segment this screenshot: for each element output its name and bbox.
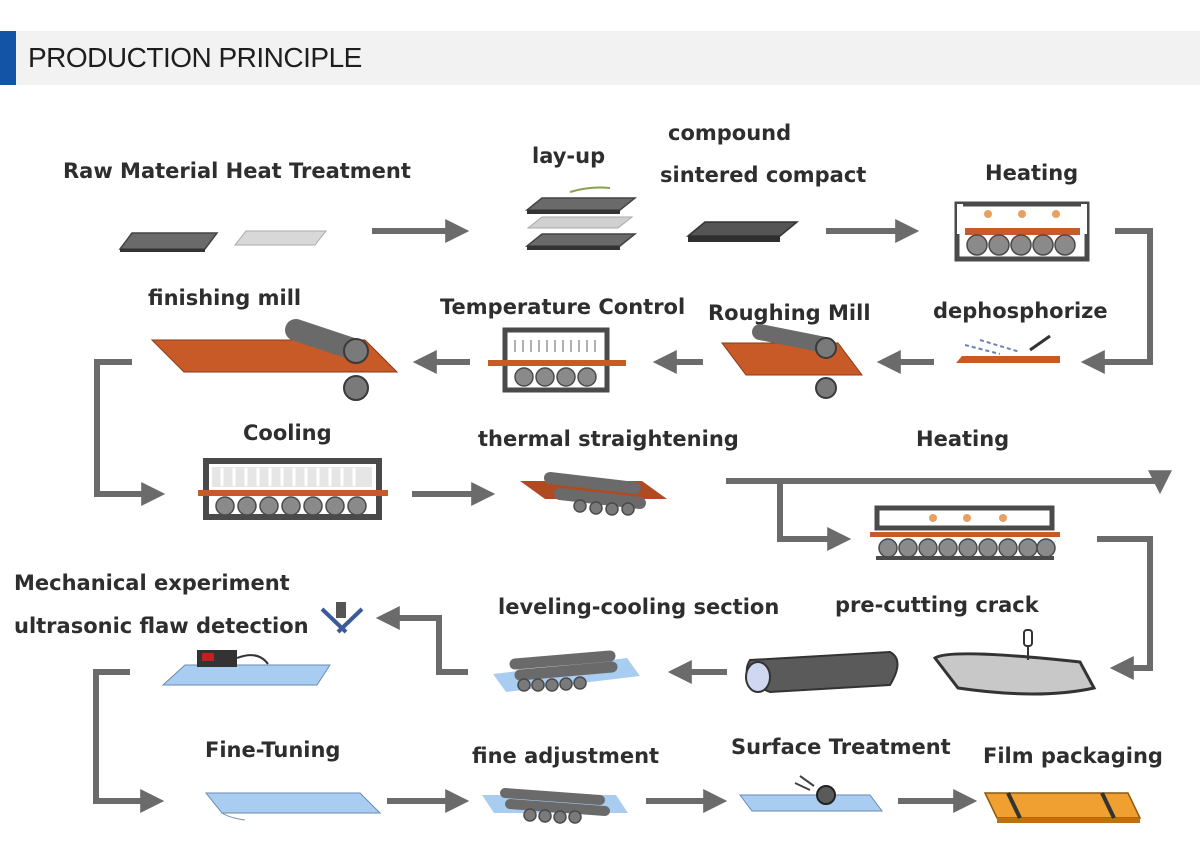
label-pre-cutting-crack: pre-cutting crack xyxy=(835,593,1040,617)
heating-furnace-2-icon xyxy=(870,505,1060,560)
label-leveling-cooling: leveling-cooling section xyxy=(498,595,779,619)
label-heating-1: Heating xyxy=(985,161,1078,185)
fine-adjustment-icon xyxy=(482,788,628,824)
raw-material-plates-icon xyxy=(118,230,328,252)
label-roughing-mill: Roughing Mill xyxy=(708,301,871,325)
label-dephosphorize: dephosphorize xyxy=(933,299,1108,323)
thermal-straightening-icon xyxy=(520,472,667,516)
label-finishing-mill: finishing mill xyxy=(148,286,301,310)
label-surface-treatment: Surface Treatment xyxy=(731,735,951,759)
fine-tuning-plate-icon xyxy=(204,792,382,821)
label-thermal-straightening: thermal straightening xyxy=(478,427,739,451)
leveling-plate-icon xyxy=(745,650,899,694)
label-sintered-compact: sintered compact xyxy=(660,163,866,187)
temperature-control-icon xyxy=(488,327,626,393)
roughing-mill-icon xyxy=(721,324,863,399)
label-film-packaging: Film packaging xyxy=(983,744,1163,768)
label-cooling: Cooling xyxy=(243,421,332,445)
cooling-bed-icon xyxy=(198,458,388,520)
label-raw-material: Raw Material Heat Treatment xyxy=(63,159,411,183)
label-layup: lay-up xyxy=(532,144,605,168)
film-package-icon xyxy=(983,792,1142,823)
layup-stack-icon xyxy=(524,186,638,250)
label-mechanical-experiment: Mechanical experiment xyxy=(14,571,290,595)
surface-treatment-icon xyxy=(739,775,883,812)
mechanical-test-tool-icon xyxy=(320,602,364,634)
label-compound: compound xyxy=(668,121,791,145)
section-header: PRODUCTION PRINCIPLE xyxy=(0,31,1200,85)
pre-cutting-crack-icon xyxy=(932,629,1097,696)
finishing-mill-icon xyxy=(150,319,399,401)
ultrasonic-detector-icon xyxy=(161,650,331,686)
page-title: PRODUCTION PRINCIPLE xyxy=(28,42,362,73)
heating-furnace-icon xyxy=(954,201,1090,262)
leveling-cooling-icon xyxy=(493,650,640,692)
header-accent-bar xyxy=(0,31,16,85)
label-heating-2: Heating xyxy=(916,427,1009,451)
label-ultrasonic-flaw: ultrasonic flaw detection xyxy=(14,614,309,638)
sintered-slab-icon xyxy=(685,221,800,242)
dephosphorize-icon xyxy=(956,334,1060,363)
label-fine-adjustment: fine adjustment xyxy=(472,744,659,768)
flow-arrows xyxy=(93,219,1172,813)
label-temperature-control: Temperature Control xyxy=(440,295,685,319)
label-fine-tuning: Fine-Tuning xyxy=(205,738,340,762)
